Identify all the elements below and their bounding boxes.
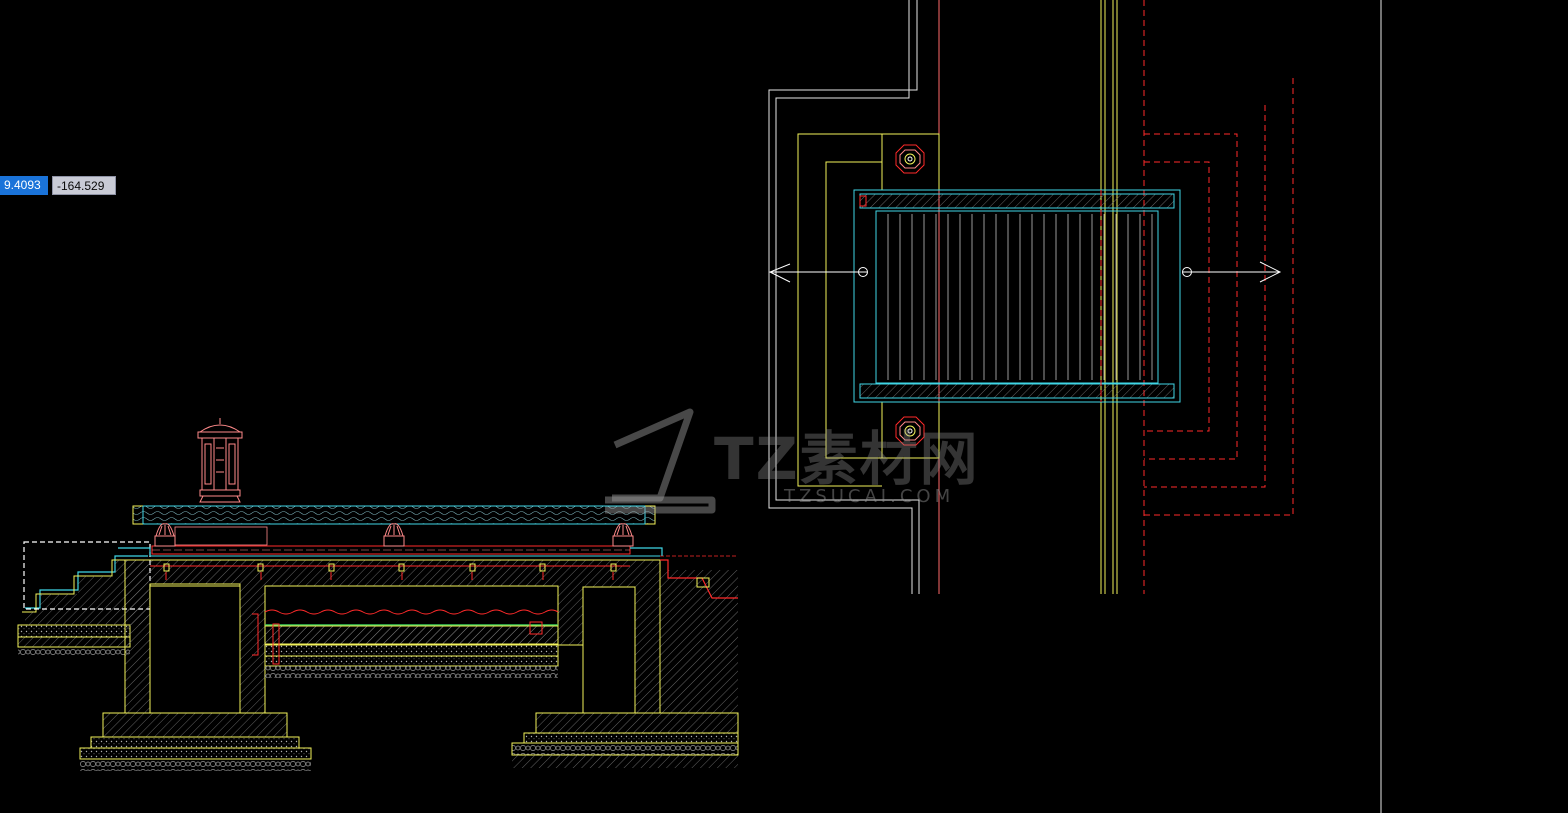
deck-planks: [887, 214, 1153, 380]
plan-outline: [768, 0, 1382, 813]
bridge-plan: [853, 189, 1181, 403]
lantern-icon: [197, 418, 243, 503]
bearing-middle: [383, 523, 405, 547]
arrow-right-icon: [1182, 261, 1282, 283]
post-top-icon: [895, 144, 925, 174]
foundation-right: [511, 555, 739, 768]
watermark-domain: TZSUCAI.COM: [784, 486, 955, 507]
water-channel: [252, 585, 559, 678]
bearing-left: [154, 523, 176, 547]
left-stair: [17, 541, 151, 657]
arrow-left-icon: [768, 263, 868, 283]
watermark-brand: TZ素材网: [714, 425, 980, 493]
coordinate-x-input[interactable]: 9.4093: [0, 176, 48, 195]
plan-view: [768, 0, 1382, 813]
rail-lines: [1100, 0, 1118, 594]
red-dashed-frames: [1143, 0, 1294, 594]
coordinate-y-input[interactable]: -164.529: [52, 176, 116, 195]
section-view: [17, 418, 739, 771]
bearing-blocks: [154, 523, 634, 547]
post-bottom-icon: [895, 416, 925, 446]
bearing-right: [612, 523, 634, 547]
watermark-logo-icon: [605, 408, 716, 514]
